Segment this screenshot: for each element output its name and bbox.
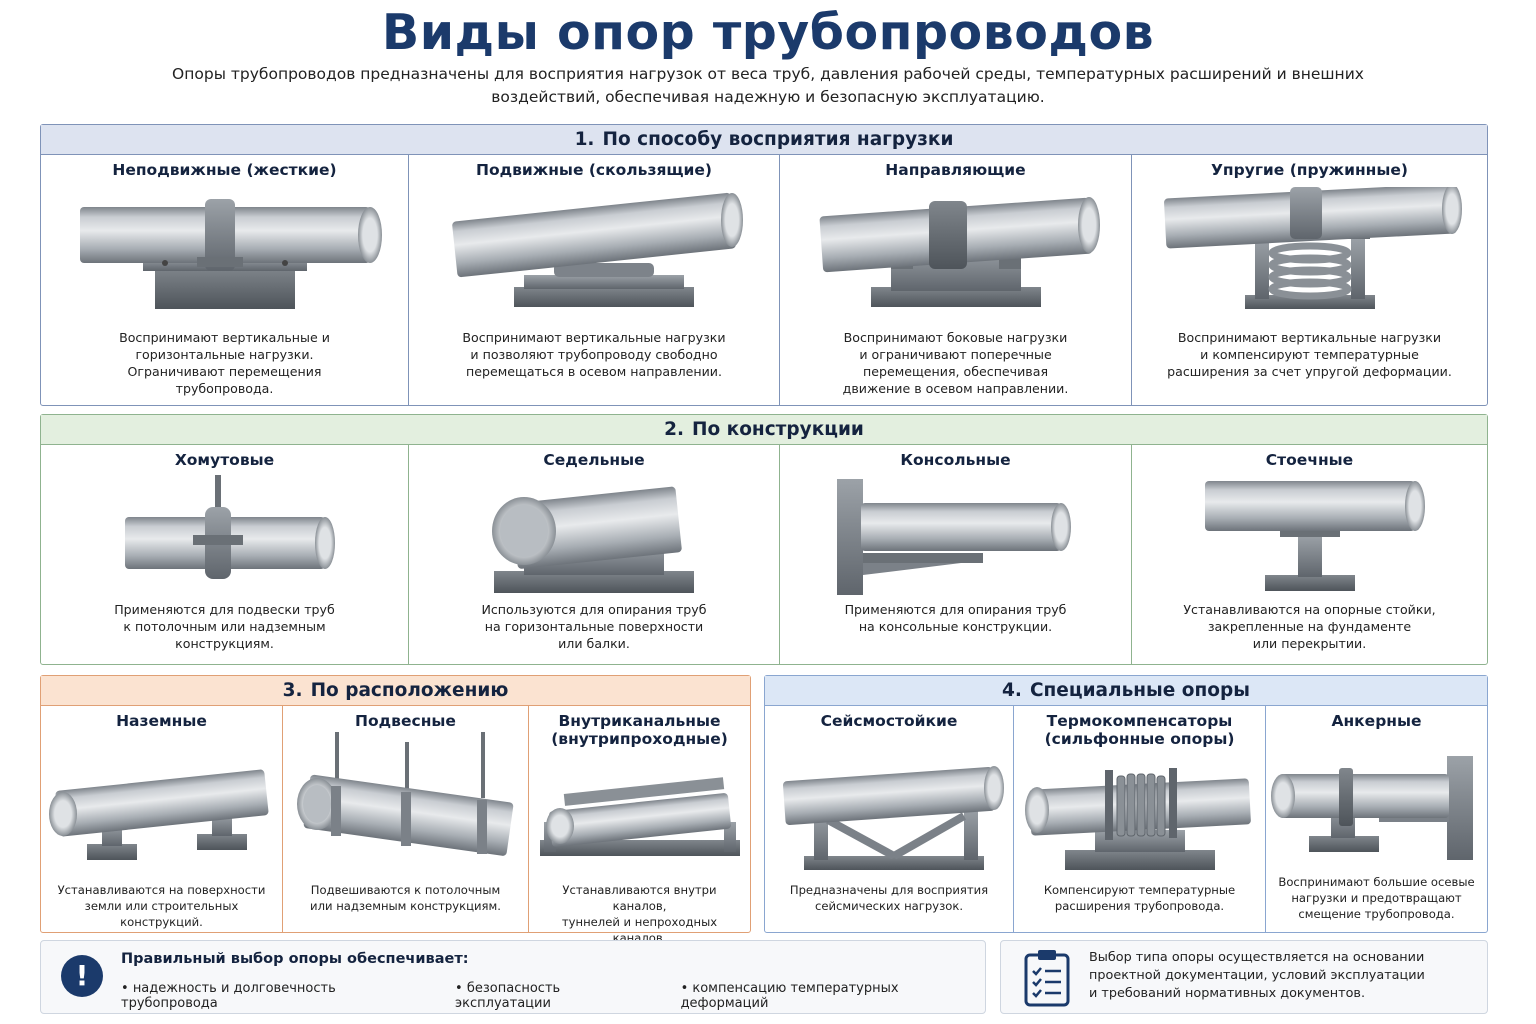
card-description: Устанавливаются на опорные стойки, закре… — [1183, 602, 1436, 651]
post-support-illustration — [1132, 475, 1487, 605]
card-description: Воспринимают вертикальные и горизонтальн… — [119, 330, 330, 396]
section-title: По способу восприятия нагрузки — [602, 129, 954, 150]
card-title: Сейсмостойкие — [820, 712, 958, 730]
hanging-support-illustration — [283, 732, 528, 872]
support-card-post: Стоечные Устанавливаются на опорные стой… — [1131, 445, 1487, 664]
card-description: Воспринимают вертикальные нагрузки и поз… — [462, 330, 726, 379]
page-subtitle: Опоры трубопроводов предназначены для во… — [172, 65, 1364, 106]
notice-list: надежность и долговечность трубопровода … — [121, 981, 985, 1011]
notice-box: ! Правильный выбор опоры обеспечивает: н… — [40, 940, 986, 1014]
card-title: Направляющие — [885, 161, 1026, 179]
card-description: Воспринимают боковые нагрузки и ограничи… — [842, 330, 1069, 396]
guide-support-illustration — [780, 187, 1131, 317]
support-card-bellows: Термокомпенсаторы (сильфонные опоры) — [1013, 706, 1265, 932]
clamp-support-illustration — [41, 475, 408, 605]
card-description: Устанавливаются на поверхности земли или… — [57, 883, 266, 929]
section-location: 3. По расположению Наземные Устанавливаю… — [40, 675, 751, 945]
saddle-support-illustration — [409, 475, 779, 605]
support-card-guide: Направляющие Воспринимают боковые нагруз… — [779, 155, 1131, 405]
clipboard-checklist-icon — [1023, 949, 1071, 1011]
documentation-text: Выбор типа опоры осуществляется на основ… — [1089, 950, 1425, 1001]
card-title: Седельные — [543, 451, 645, 469]
section-title: Специальные опоры — [1029, 680, 1250, 701]
bellows-support-illustration — [1014, 760, 1265, 880]
page-title: Виды опор трубопроводов — [381, 4, 1155, 61]
card-title: Стоечные — [1265, 451, 1354, 469]
section-title: По конструкции — [692, 419, 864, 440]
notice-item: компенсацию температурных деформаций — [681, 981, 985, 1011]
card-title: Внутриканальные (внутрипроходные) — [551, 712, 728, 748]
notice-item: безопасность эксплуатации — [455, 981, 657, 1011]
section-special: 4. Специальные опоры Сейсмостойкие Предн… — [764, 675, 1488, 933]
card-description: Используются для опирания труб на горизо… — [481, 602, 707, 651]
section-load-method: 1. По способу восприятия нагрузки Неподв… — [40, 124, 1488, 406]
card-description: Подвешиваются к потолочным или надземным… — [310, 883, 501, 913]
section-title: По расположению — [310, 680, 509, 701]
spring-support-illustration — [1132, 187, 1487, 317]
card-title: Термокомпенсаторы (сильфонные опоры) — [1044, 712, 1235, 748]
notice-item: надежность и долговечность трубопровода — [121, 981, 431, 1011]
card-description: Устанавливаются внутри каналов, туннелей… — [561, 883, 718, 945]
card-title: Упругие (пружинные) — [1210, 161, 1409, 179]
section-construction: 2. По конструкции Хомутовые Применяются … — [40, 414, 1488, 665]
section-header: 4. Специальные опоры — [765, 676, 1487, 706]
section-number: 3. — [282, 680, 303, 701]
support-card-fixed: Неподвижные (жесткие) Воспринимают верти… — [41, 155, 408, 405]
section-number: 1. — [574, 129, 595, 150]
card-title: Подвижные (скользящие) — [475, 161, 712, 179]
notice-title: Правильный выбор опоры обеспечивает: — [121, 951, 469, 967]
section-header: 2. По конструкции — [41, 415, 1487, 445]
in-channel-support-illustration — [529, 772, 750, 882]
card-description: Применяются для подвески труб к потолочн… — [114, 602, 335, 651]
support-card-sliding: Подвижные (скользящие) Воспринимают верт… — [408, 155, 779, 405]
card-description: Воспринимают большие осевые нагрузки и п… — [1278, 875, 1475, 921]
ground-support-illustration — [41, 764, 282, 874]
card-description: Воспринимают вертикальные нагрузки и ком… — [1167, 330, 1452, 379]
card-title: Подвесные — [355, 712, 456, 730]
support-card-ground: Наземные Устанавливаются на поверхности … — [41, 706, 282, 932]
seismic-support-illustration — [765, 760, 1013, 880]
support-card-cantilever: Консольные Применяются для опирания труб… — [779, 445, 1131, 664]
card-title: Консольные — [900, 451, 1011, 469]
card-description: Предназначены для восприятия сейсмически… — [789, 883, 989, 913]
documentation-box: Выбор типа опоры осуществляется на основ… — [1000, 940, 1488, 1014]
card-description: Компенсируют температурные расширения тр… — [1043, 883, 1236, 913]
section-number: 4. — [1002, 680, 1022, 701]
card-title: Хомутовые — [174, 451, 275, 469]
support-card-saddle: Седельные Используются для опирания труб… — [408, 445, 779, 664]
card-title: Неподвижные (жесткие) — [112, 161, 337, 179]
card-title: Анкерные — [1331, 712, 1422, 730]
section-header: 1. По способу восприятия нагрузки — [41, 125, 1487, 155]
support-card-clamp: Хомутовые Применяются для подвески труб … — [41, 445, 408, 664]
support-card-seismic: Сейсмостойкие Предназначены для восприят… — [765, 706, 1013, 932]
anchor-support-illustration — [1266, 746, 1487, 876]
section-header: 3. По расположению — [41, 676, 750, 706]
support-card-hanging: Подвесные Подвешиваются к потолочным или… — [282, 706, 528, 932]
support-card-spring: Упругие (пружинные) — [1131, 155, 1487, 405]
card-title: Наземные — [116, 712, 207, 730]
section-number: 2. — [664, 419, 685, 440]
fixed-support-illustration — [41, 187, 408, 317]
exclamation-icon: ! — [61, 955, 103, 997]
support-card-in-channel: Внутриканальные (внутрипроходные) Устана… — [528, 706, 750, 945]
cantilever-support-illustration — [780, 475, 1131, 605]
sliding-support-illustration — [409, 187, 779, 317]
card-description: Применяются для опирания труб на консоль… — [844, 602, 1067, 634]
support-card-anchor: Анкерные Воспринимают большие осевые наг… — [1265, 706, 1487, 932]
